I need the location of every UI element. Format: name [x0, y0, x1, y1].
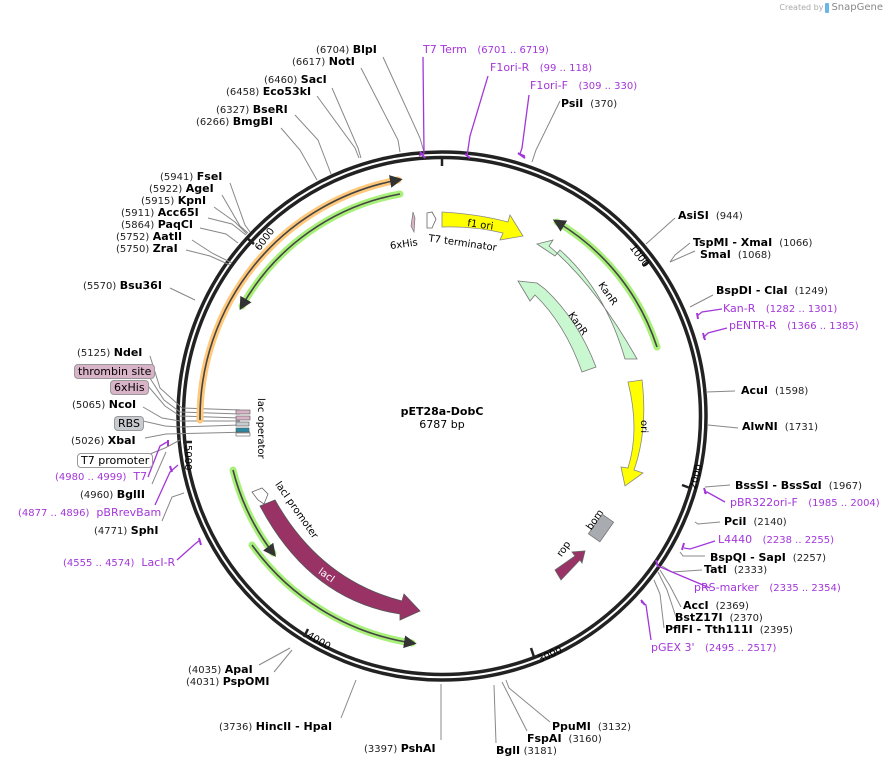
enzyme-site-ncoi[interactable]: (5065) NcoI: [72, 398, 137, 412]
enzyme-site-hincii-hpai[interactable]: (3736) HincII - HpaI: [219, 720, 333, 734]
enzyme-site-bglii[interactable]: (4960) BglII: [80, 488, 145, 502]
enzyme-site-acc65i[interactable]: (5911) Acc65I: [121, 206, 199, 220]
enzyme-site-bspdi-clai[interactable]: BspDI - ClaI (1249): [716, 284, 828, 298]
feature-box-thrombin-site[interactable]: thrombin site: [74, 364, 156, 379]
enzyme-site-tspmi-xmai[interactable]: TspMI - XmaI (1066): [693, 236, 813, 250]
enzyme-site-bgli[interactable]: BglI (3181): [496, 744, 557, 758]
feature-kanr-inner[interactable]: [517, 280, 597, 373]
enzyme-site-zrai[interactable]: (5750) ZraI: [116, 242, 178, 256]
enzyme-site-bstz17i[interactable]: BstZ17I (2370): [675, 611, 763, 625]
enzyme-site-bsssi[interactable]: BssSI - BssSαI (1967): [735, 479, 863, 493]
primer-f1ori-r[interactable]: F1ori-R (99 .. 118): [490, 61, 593, 75]
feature-box-t7-promoter[interactable]: T7 promoter: [77, 453, 154, 468]
orf-green-lac1: [229, 466, 277, 557]
enzyme-site-paqci[interactable]: (5864) PaqCI: [121, 218, 193, 232]
enzyme-site-sphi[interactable]: (4771) SphI: [94, 524, 159, 538]
enzyme-site-xbai[interactable]: (5026) XbaI: [71, 434, 136, 448]
enzyme-site-fspai[interactable]: FspAI (3160): [527, 732, 602, 746]
feature-label-kanr-outer: KanR: [596, 280, 620, 307]
enzyme-site-smai[interactable]: SmaI (1068): [700, 248, 772, 262]
svg-text:3000: 3000: [536, 645, 564, 666]
enzyme-site-bsu36i[interactable]: (5570) Bsu36I: [83, 279, 162, 293]
feature-box-6xhis[interactable]: 6xHis: [110, 380, 149, 395]
enzyme-site-acui[interactable]: AcuI (1598): [741, 384, 809, 398]
enzyme-site-alwni[interactable]: AlwNI (1731): [742, 420, 819, 434]
feature-cluster-lac-operator[interactable]: [235, 409, 251, 437]
feature-label-ori: ori: [638, 420, 649, 433]
feature-box-rbs[interactable]: RBS: [114, 416, 144, 431]
enzyme-site-pcii[interactable]: PciI (2140): [724, 515, 787, 529]
svg-text:5000: 5000: [182, 445, 193, 470]
enzyme-site-kpni[interactable]: (5915) KpnI: [141, 194, 207, 208]
orf-green-right: [552, 218, 661, 351]
enzyme-site-psii[interactable]: PsiI (370): [561, 97, 618, 111]
svg-text:2000: 2000: [688, 463, 705, 490]
feature-kanr-outer[interactable]: [536, 239, 638, 360]
primer-l4440[interactable]: L4440 (2238 .. 2255): [718, 533, 835, 547]
feature-label-rop: rop: [555, 539, 573, 559]
primer-marks: [167, 151, 707, 606]
feature-bom[interactable]: [587, 513, 615, 543]
primer-pgex-3[interactable]: pGEX 3' (2495 .. 2517): [651, 641, 777, 655]
primer-pentr-r[interactable]: pENTR-R (1366 .. 1385): [729, 319, 859, 333]
enzyme-site-noti[interactable]: (6617) NotI: [292, 55, 355, 69]
feature-label-f1-ori: f1 ori: [467, 218, 494, 233]
primer-f1ori-f[interactable]: F1ori-F (309 .. 330): [530, 79, 638, 93]
orf-orange: [196, 175, 403, 424]
credit-brand: SnapGene: [831, 2, 883, 13]
enzyme-site-bseri[interactable]: (6327) BseRI: [216, 103, 288, 117]
enzyme-site-blpi[interactable]: (6704) BlpI: [316, 43, 377, 57]
enzyme-site-ndei[interactable]: (5125) NdeI: [77, 346, 143, 360]
feature-6xhis-top[interactable]: [410, 211, 416, 234]
enzyme-site-apai[interactable]: (4035) ApaI: [188, 663, 253, 677]
feature-t7-terminator[interactable]: [426, 211, 437, 229]
primer-t7[interactable]: (4980 .. 4999) T7: [55, 470, 148, 484]
plasmid-name: pET28a-DobC: [400, 405, 484, 418]
enzyme-site-pspomi[interactable]: (4031) PspOMI: [186, 675, 270, 689]
enzyme-site-saci[interactable]: (6460) SacI: [264, 73, 327, 87]
enzyme-leaders: [142, 56, 739, 744]
primer-pbr322ori-f[interactable]: pBR322ori-F (1985 .. 2004): [730, 496, 880, 510]
primer-t7-term[interactable]: T7 Term (6701 .. 6719): [423, 43, 549, 57]
feature-label-t7-terminator: T7 terminator: [427, 233, 499, 254]
orf-green-lac2: [248, 541, 417, 649]
enzyme-site-pshai[interactable]: (3397) PshAI: [364, 742, 436, 756]
snapgene-credit: Created by SnapGene: [779, 2, 883, 13]
feature-f1-ori[interactable]: [441, 211, 524, 241]
feature-label-lac-operator: lac operator: [255, 398, 266, 459]
feature-rop[interactable]: [554, 550, 586, 581]
enzyme-site-fsei[interactable]: (5941) FseI: [160, 170, 223, 184]
feature-laci[interactable]: [259, 499, 421, 621]
enzyme-site-acci[interactable]: AccI (2369): [683, 599, 749, 613]
enzyme-site-bmgbi[interactable]: (6266) BmgBI: [196, 115, 273, 129]
primer-leaders: [147, 56, 728, 641]
feature-ori[interactable]: [620, 379, 645, 487]
feature-laci-promoter[interactable]: [251, 487, 269, 505]
primer-laci-r[interactable]: (4555 .. 4574) LacI-R: [63, 556, 176, 570]
primer-kan-r[interactable]: Kan-R (1282 .. 1301): [723, 302, 838, 316]
snapgene-logo-icon: [825, 2, 830, 13]
enzyme-site-ppumi[interactable]: PpuMI (3132): [552, 720, 632, 734]
enzyme-site-agei[interactable]: (5922) AgeI: [149, 182, 214, 196]
enzyme-site-asisi[interactable]: AsiSI (944): [678, 209, 743, 223]
enzyme-site-bspqi-sapi[interactable]: BspQI - SapI (2257): [710, 551, 827, 565]
orf-green-top: [238, 190, 404, 311]
primer-prs-marker[interactable]: pRS-marker (2335 .. 2354): [694, 581, 841, 595]
enzyme-site-tati[interactable]: TatI (2333): [704, 563, 768, 577]
enzyme-site-aatii[interactable]: (5752) AatII: [116, 230, 183, 244]
plasmid-length: 6787 bp: [419, 418, 465, 431]
enzyme-site-pflfi-tth111i[interactable]: PflFI - Tth111I (2395): [665, 623, 793, 637]
tick-marks: [183, 157, 691, 658]
feature-label-6xhis-top: 6xHis: [389, 237, 418, 252]
credit-prefix: Created by: [779, 3, 824, 12]
enzyme-site-eco53ki[interactable]: (6458) Eco53kI: [226, 85, 312, 99]
primer-pbrrevbam[interactable]: (4877 .. 4896) pBRrevBam: [18, 506, 162, 520]
